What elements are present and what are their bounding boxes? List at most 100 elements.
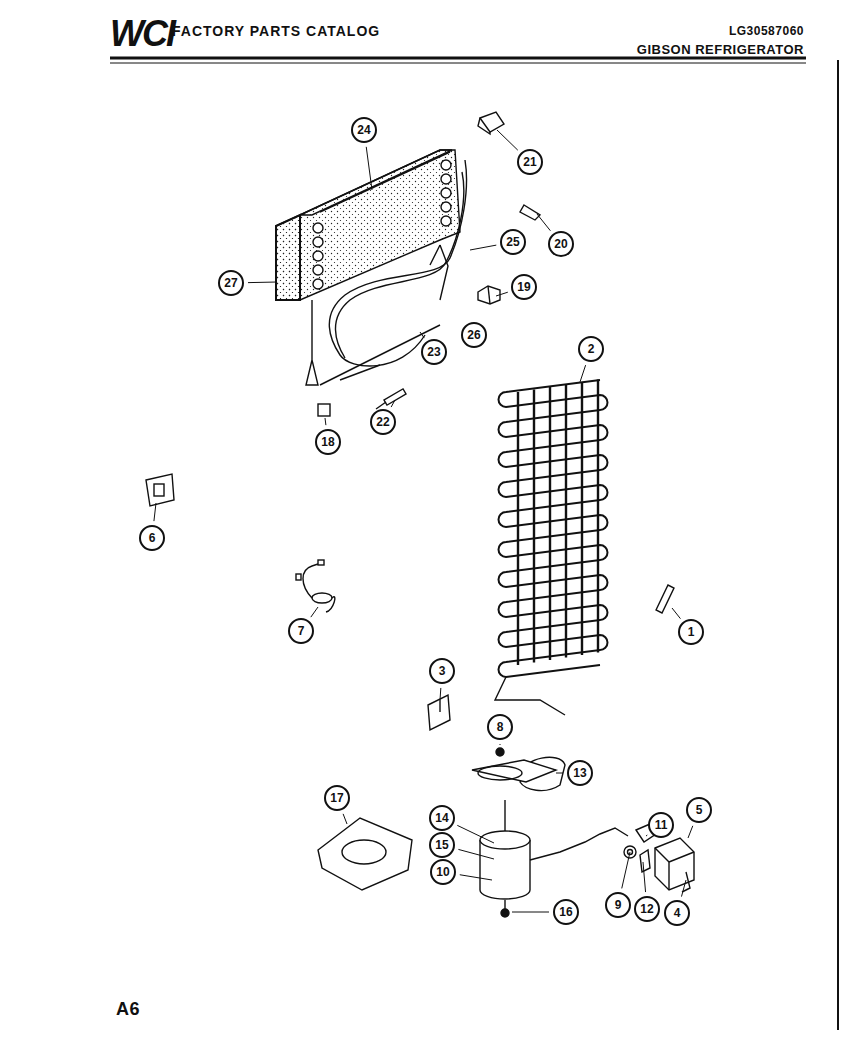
leader-lines [154,130,693,912]
callout-number: 5 [696,804,703,816]
callout-circle: 22 [370,409,396,435]
callout-circle: 8 [487,714,513,740]
callout-circle: 23 [421,339,447,365]
page-number: A6 [116,1000,140,1018]
callout-circle: 27 [218,270,244,296]
callout-circle: 6 [139,525,165,551]
callout-circle: 15 [429,832,455,858]
leader-line [643,862,646,892]
callout-number: 11 [655,819,668,831]
callout-number: 25 [506,236,519,248]
callout-number: 24 [357,124,370,136]
callout-number: 23 [427,346,440,358]
callout-circle: 21 [517,149,543,175]
leader-line [457,825,494,843]
callout-circle: 12 [634,896,660,922]
cap [478,112,504,134]
wire-connector [376,389,406,409]
callout-number: 18 [321,436,334,448]
leader-line [391,400,395,407]
callout-circle: 2 [578,336,604,362]
leader-line [458,849,494,859]
evaporator [276,150,460,300]
leader-line [311,607,318,617]
callout-number: 22 [376,416,389,428]
callout-circle: 11 [648,812,674,838]
compressor [472,748,628,917]
callout-circle: 18 [315,429,341,455]
callout-number: 2 [588,343,595,355]
callout-number: 8 [497,721,504,733]
callout-number: 15 [435,839,448,851]
leader-line [500,744,501,745]
leader-line [470,245,496,250]
callout-number: 17 [330,792,343,804]
leader-line [688,826,693,838]
model-label: LG30587060 [729,25,804,37]
power-cord [296,560,335,612]
callout-number: 7 [298,625,305,637]
callout-number: 27 [224,277,237,289]
callout-circle: 4 [664,900,690,926]
leader-line [556,773,563,774]
leader-line [325,418,327,425]
callout-circle: 26 [461,322,487,348]
bracket [428,695,450,730]
callout-number: 13 [573,767,586,779]
header-rule [110,63,806,64]
condenser-coil [495,380,608,716]
callout-circle: 9 [605,892,631,918]
harness-wire [306,160,467,385]
leader-line [672,608,680,619]
callout-circle: 13 [567,760,593,786]
callout-number: 20 [554,238,567,250]
catalog-title: FACTORY PARTS CATALOG [172,24,380,38]
callout-circle: 3 [429,658,455,684]
leader-line [366,147,372,190]
bracket [146,474,174,506]
leader-line [420,332,424,338]
callout-number: 21 [523,156,536,168]
leader-line [537,214,550,231]
callout-circle: 1 [678,619,704,645]
leader-line [154,503,156,521]
clip [478,286,500,304]
callout-circle: 24 [351,117,377,143]
leader-line [646,835,647,837]
model-label: GIBSON REFRIGERATOR [637,43,804,56]
leader-line [497,130,518,150]
callout-circle: 19 [511,274,537,300]
base-plate [318,818,412,890]
leader-line [460,875,492,880]
callout-circle: 14 [429,805,455,831]
leader-line [440,688,442,700]
leader-line [248,282,277,284]
callout-number: 19 [517,281,530,293]
callout-number: 6 [149,532,156,544]
clip [318,404,330,416]
page-edge [837,60,839,1030]
relay-box [655,838,694,892]
callout-circle: 10 [430,859,456,885]
callout-circle: 7 [288,618,314,644]
leader-line [512,912,549,913]
callout-number: 1 [688,626,695,638]
header-rule [110,57,806,60]
leader-line [580,365,586,382]
screw [520,205,540,220]
callout-number: 16 [559,906,572,918]
callout-number: 10 [436,866,449,878]
callout-number: 4 [674,907,681,919]
leader-line [681,880,686,897]
brand-logo: WCI [110,16,174,52]
leader-line [622,852,630,888]
callout-circle: 20 [548,231,574,257]
callout-circle: 17 [324,785,350,811]
callout-number: 14 [435,812,448,824]
callout-circle: 16 [553,899,579,925]
callout-circle: 5 [686,797,712,823]
callout-circle: 25 [500,229,526,255]
callout-number: 12 [640,903,653,915]
